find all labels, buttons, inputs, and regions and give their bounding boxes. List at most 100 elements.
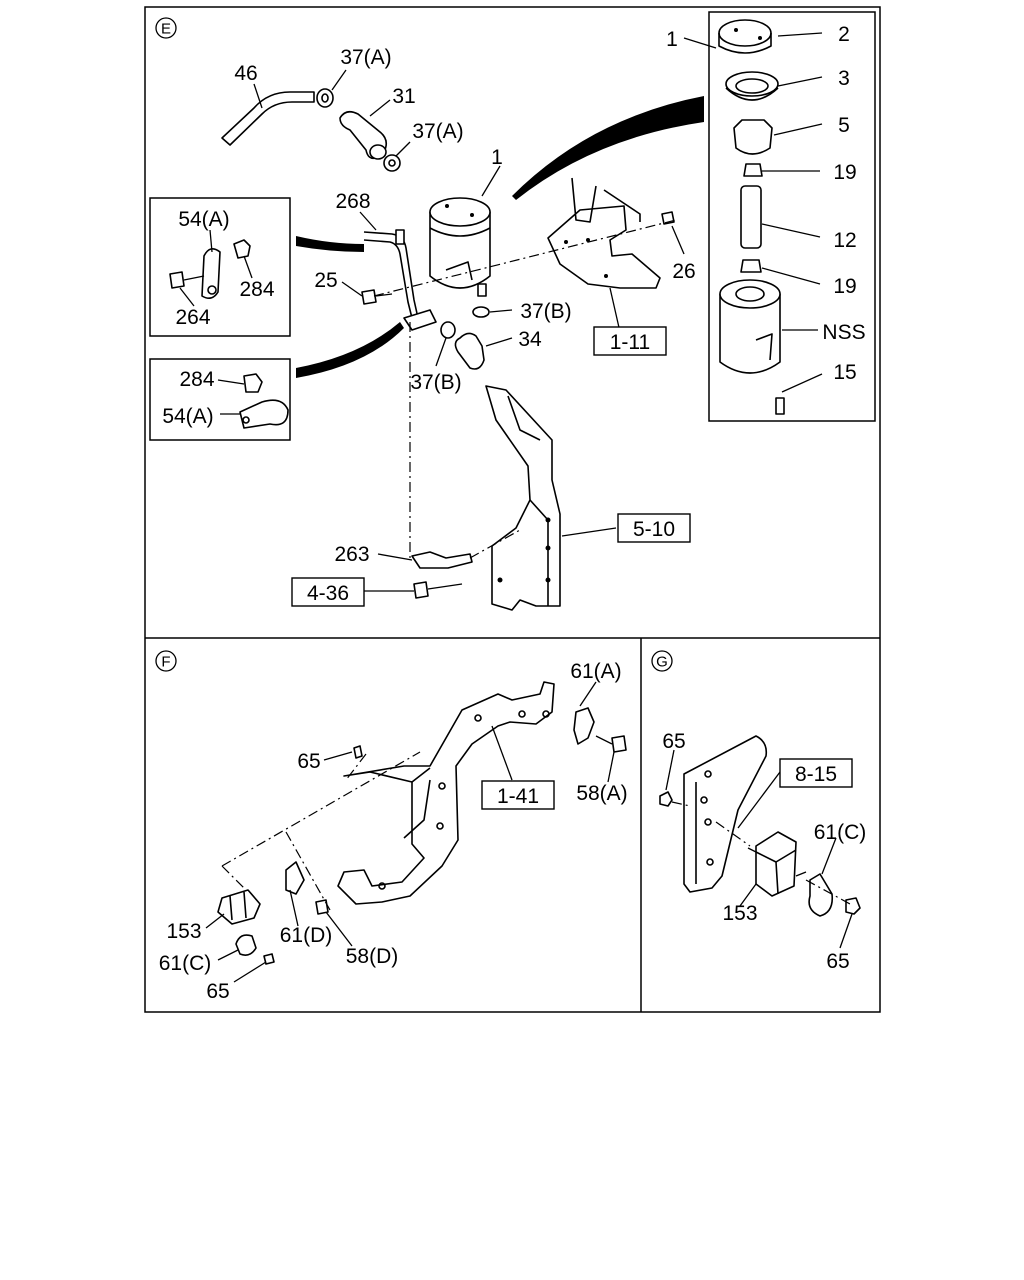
nut-284-lower-shape	[243, 373, 263, 393]
section-e-labels: 46 37(A) 31 37(A) 1 1 2 3 5 19 12 19 NSS…	[162, 23, 865, 566]
ref-label-1-11: 1-11	[610, 331, 650, 354]
ref-label-5-10: 5-10	[633, 518, 675, 541]
label-31: 31	[392, 85, 415, 108]
clip-263-shape	[411, 551, 473, 569]
label-34: 34	[518, 328, 542, 351]
section-g-labels: 65 61(C) 153 65	[662, 730, 866, 973]
arc-to-clamp-lower	[296, 322, 404, 378]
label-153-g: 153	[722, 902, 757, 925]
section-letter-f: F	[161, 654, 170, 671]
label-19-lower: 19	[833, 275, 856, 298]
label-15: 15	[833, 361, 856, 384]
label-2: 2	[838, 23, 850, 46]
diagram-frames	[144, 6, 881, 1013]
label-26: 26	[672, 260, 695, 283]
arc-to-kit	[512, 96, 704, 200]
bolt-58d-shape	[315, 899, 329, 915]
label-37b-right: 37(B)	[520, 300, 571, 323]
label-61c-f: 61(C)	[159, 952, 212, 975]
section-letter-g: G	[656, 654, 668, 671]
ref-box-1-41[interactable]: 1-41	[481, 780, 555, 810]
clip-61c-g-shape	[808, 873, 834, 917]
hose-46-shape	[221, 91, 315, 146]
clamp-54a-upper-shape	[201, 248, 221, 300]
clamp-37a-shape	[316, 88, 334, 108]
reservoir-tank-shape	[429, 197, 491, 297]
ref-box-8-15[interactable]: 8-15	[779, 758, 853, 788]
clip-61c-f-shape	[235, 934, 257, 956]
ref-label-1-41: 1-41	[497, 785, 539, 808]
section-g-parts	[659, 735, 861, 917]
nut-65-f-shape	[263, 953, 275, 965]
section-e-kit-parts	[718, 19, 785, 415]
bracket-1-11-shape	[547, 205, 661, 289]
label-61c-g: 61(C)	[814, 821, 867, 844]
section-f-labels: 61(A) 65 58(A) 153 61(D) 61(C) 58(D) 65	[159, 660, 628, 1003]
hose-34-shape	[454, 332, 485, 370]
section-f-guides	[205, 681, 615, 983]
label-3: 3	[838, 67, 850, 90]
clip-61a-shape	[573, 707, 595, 745]
ref-box-5-10[interactable]: 5-10	[617, 513, 691, 543]
label-58a: 58(A)	[576, 782, 627, 805]
label-65-g-lower: 65	[826, 950, 849, 973]
cone-19-upper-shape	[743, 163, 763, 177]
label-37a-lower: 37(A)	[412, 120, 463, 143]
tube-12-shape	[740, 185, 762, 249]
label-284-upper: 284	[239, 278, 274, 301]
label-37a-upper: 37(A)	[340, 46, 391, 69]
stud-65-f-shape	[353, 745, 363, 759]
label-61d: 61(D)	[280, 924, 333, 947]
label-nss: NSS	[822, 321, 865, 344]
section-e-guides	[179, 32, 823, 592]
label-37b-lower: 37(B)	[410, 371, 461, 394]
section-marker-g: G	[651, 650, 673, 672]
label-268: 268	[335, 190, 370, 213]
pipe-268-shape	[363, 231, 419, 319]
ref-box-1-11[interactable]: 1-11	[593, 326, 667, 356]
label-25: 25	[314, 269, 337, 292]
label-65-g-upper: 65	[662, 730, 685, 753]
label-46: 46	[234, 62, 257, 85]
section-marker-e: E	[155, 17, 177, 39]
label-19-upper: 19	[833, 161, 856, 184]
cone-19-lower-shape	[740, 259, 762, 273]
label-264: 264	[175, 306, 210, 329]
nut-284-upper-shape	[233, 239, 251, 259]
clamp-54a-lower-shape	[239, 399, 289, 429]
section-e-clamp-details	[169, 239, 289, 429]
filter-cap-5-shape	[733, 119, 773, 155]
label-1-kit: 1	[666, 28, 678, 51]
label-5: 5	[838, 114, 850, 137]
label-54a-upper: 54(A)	[178, 208, 229, 231]
label-65-f-lower: 65	[206, 980, 229, 1003]
bolt-264-shape	[169, 271, 185, 289]
section-letter-e: E	[161, 21, 171, 38]
section-e-parts	[221, 88, 675, 611]
label-65-f-upper: 65	[297, 750, 320, 773]
filter-nss-shape	[719, 279, 781, 374]
pin-15-shape	[775, 397, 785, 415]
section-marker-f: F	[155, 650, 177, 672]
ref-label-4-36: 4-36	[307, 582, 349, 605]
label-153-f: 153	[166, 920, 201, 943]
label-54a-lower: 54(A)	[162, 405, 213, 428]
arc-to-clamp-upper	[296, 236, 364, 252]
label-12: 12	[833, 229, 856, 252]
cap-2-shape	[718, 19, 772, 47]
ref-box-4-36[interactable]: 4-36	[291, 577, 365, 607]
clip-61d-shape	[285, 861, 305, 895]
ref-label-8-15: 8-15	[795, 763, 837, 786]
label-263: 263	[334, 543, 369, 566]
bolt-58a-shape	[611, 735, 627, 753]
bracket-1-41-shape	[337, 681, 555, 905]
frame-5-10-shape	[485, 385, 561, 611]
bolt-4-36-shape	[413, 581, 429, 599]
clamp-37b-shape	[472, 306, 490, 318]
label-58d: 58(D)	[346, 945, 399, 968]
clamp-37a-lower-shape	[383, 154, 401, 172]
section-f-parts	[217, 681, 627, 965]
bolt-25-shape	[361, 289, 377, 305]
label-1-tank: 1	[491, 146, 503, 169]
